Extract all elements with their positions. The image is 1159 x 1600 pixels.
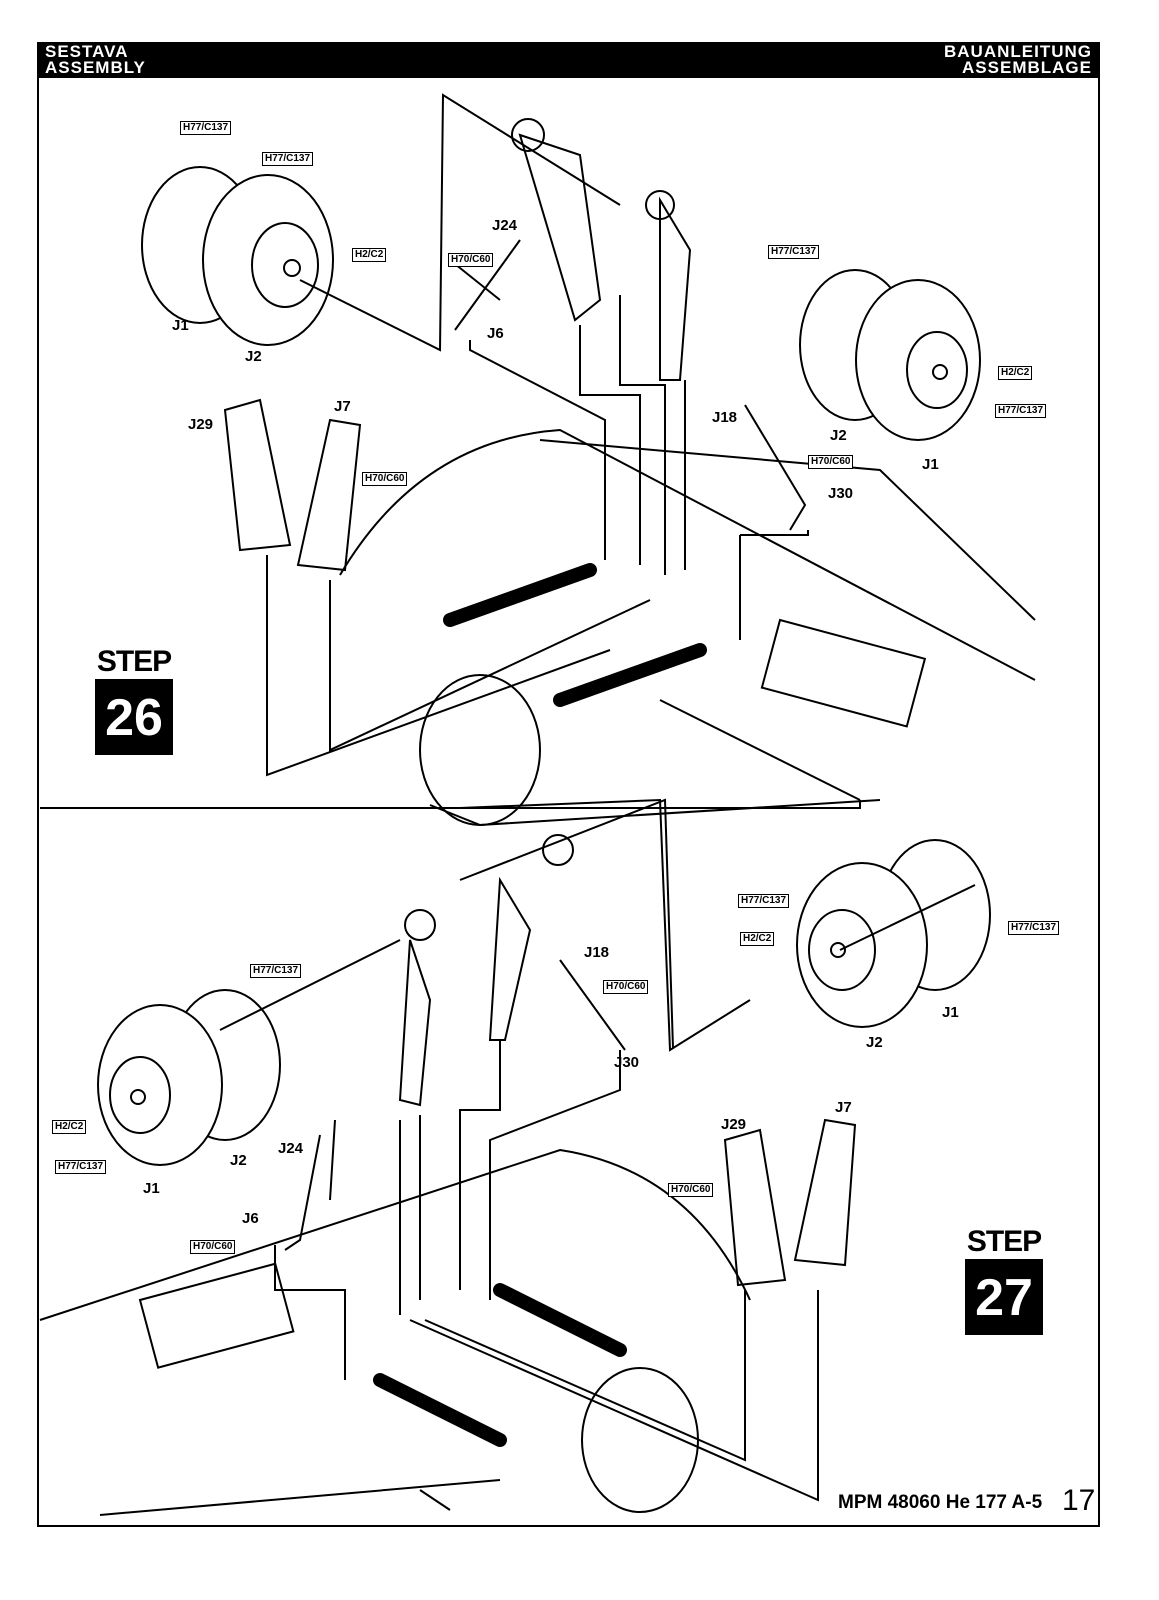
strut-left <box>518 133 602 322</box>
step-word: STEP <box>96 645 172 678</box>
wing-27 <box>39 1148 751 1321</box>
paint-label: H70/C60 <box>808 455 854 469</box>
part-label: J2 <box>830 427 847 444</box>
part-label: J29 <box>721 1116 747 1133</box>
step27-drawing <box>39 798 991 1516</box>
header-right-1: BAUANLEITUNG <box>944 42 1092 61</box>
part-label: J30 <box>614 1054 640 1071</box>
strut-right <box>659 196 692 381</box>
wing-26 <box>339 428 1036 681</box>
door-j29-27 <box>723 1128 787 1287</box>
paint-label: H77/C137 <box>738 894 790 908</box>
part-label: J2 <box>245 348 262 365</box>
part-label: J6 <box>487 325 504 342</box>
paint-label: H2/C2 <box>352 248 387 262</box>
step26-drawing <box>40 93 1036 1052</box>
step-27-badge: STEP 27 <box>965 1225 1043 1335</box>
paint-label: H77/C137 <box>262 152 314 166</box>
part-label: J18 <box>712 409 738 426</box>
step-number: 27 <box>965 1259 1043 1335</box>
part-label: J6 <box>242 1210 259 1227</box>
step-26-badge: STEP 26 <box>95 645 173 755</box>
part-label: J1 <box>922 456 939 473</box>
header-right-2: ASSEMBLAGE <box>962 58 1092 77</box>
paint-label: H77/C137 <box>995 404 1047 418</box>
paint-label: H70/C60 <box>362 472 408 486</box>
header-left-2: ASSEMBLY <box>45 58 146 77</box>
door-j7 <box>296 418 362 572</box>
part-label: J1 <box>143 1180 160 1197</box>
part-label: J7 <box>334 398 351 415</box>
part-label: J1 <box>172 317 189 334</box>
part-label: J2 <box>866 1034 883 1051</box>
paint-label: H77/C137 <box>180 121 232 135</box>
part-label: J24 <box>278 1140 304 1157</box>
part-label: J1 <box>942 1004 959 1021</box>
header-left-1: SESTAVA <box>45 42 129 61</box>
paint-label: H70/C60 <box>190 1240 236 1254</box>
step-word: STEP <box>966 1225 1042 1258</box>
kit-title: MPM 48060 He 177 A-5 <box>838 1492 1043 1513</box>
paint-label: H70/C60 <box>603 980 649 994</box>
paint-label: H70/C60 <box>448 253 494 267</box>
part-label: J18 <box>584 944 610 961</box>
paint-label: H77/C137 <box>1008 921 1060 935</box>
page-number: 17 <box>1062 1484 1096 1517</box>
door-j29 <box>223 398 292 552</box>
part-label: J24 <box>492 217 518 234</box>
part-label: J7 <box>835 1099 852 1116</box>
door-j7-27 <box>793 1118 857 1267</box>
part-label: J30 <box>828 485 854 502</box>
part-label: J29 <box>188 416 214 433</box>
paint-label: H2/C2 <box>52 1120 87 1134</box>
paint-label: H77/C137 <box>55 1160 107 1174</box>
paint-label: H77/C137 <box>250 964 302 978</box>
wheel-tire-j2 <box>202 174 334 346</box>
step-number: 26 <box>95 679 173 755</box>
paint-label: H70/C60 <box>668 1183 714 1197</box>
paint-label: H2/C2 <box>740 932 775 946</box>
paint-label: H77/C137 <box>768 245 820 259</box>
part-label: J2 <box>230 1152 247 1169</box>
paint-label: H2/C2 <box>998 366 1033 380</box>
